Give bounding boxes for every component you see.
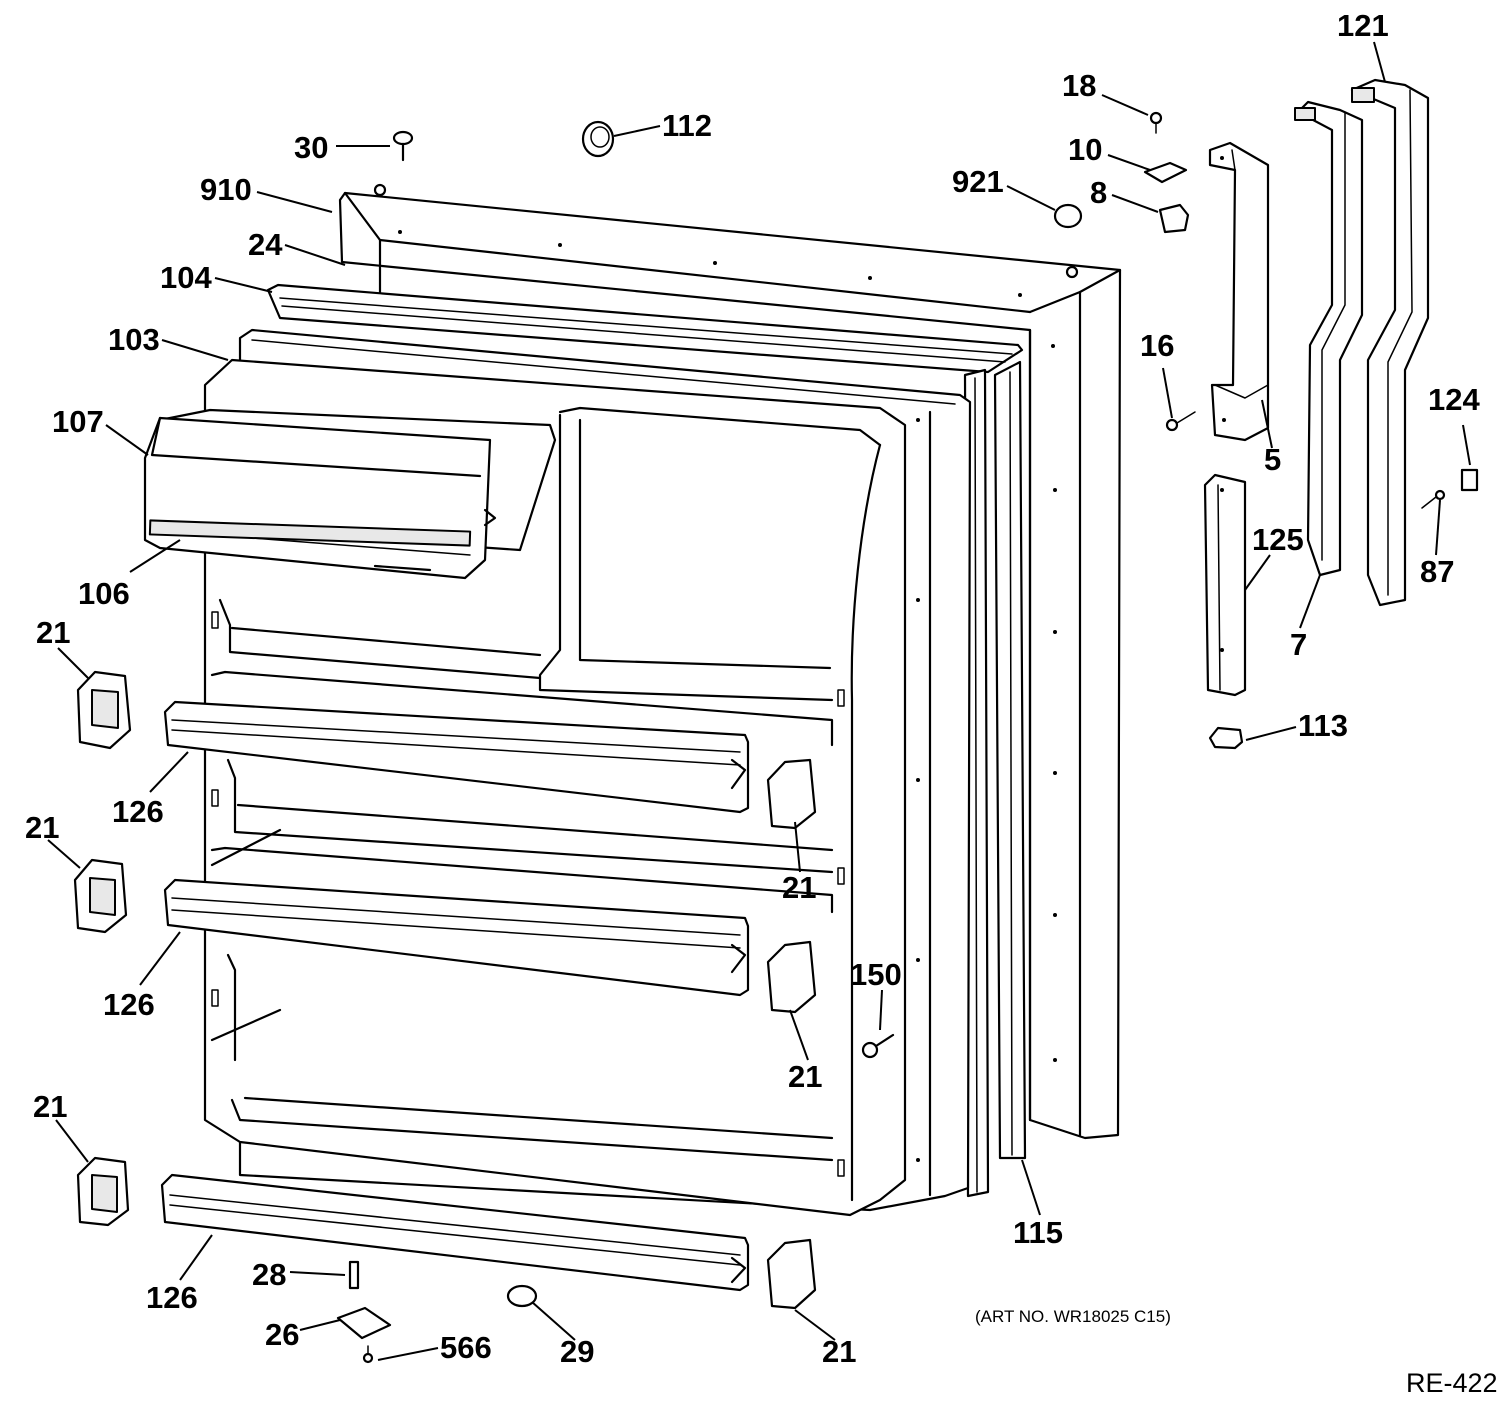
callout-107: 107 — [52, 404, 104, 439]
callout-124: 124 — [1428, 382, 1480, 417]
leader-lines — [47, 41, 1471, 1361]
hinge-cover-strip — [1203, 473, 1247, 697]
callout-121: 121 — [1337, 8, 1389, 43]
shelf-end-cap-left-3 — [76, 1156, 130, 1227]
dairy-compartment — [143, 408, 557, 580]
callout-16: 16 — [1140, 328, 1174, 363]
outer-door-panel — [338, 183, 1122, 1140]
callout-21-right-3: 21 — [822, 1334, 856, 1369]
callout-30: 30 — [294, 130, 328, 165]
callout-labels: 121 18 10 921 8 112 30 910 24 104 103 10… — [25, 8, 1480, 1369]
callout-126-upper: 126 — [112, 794, 164, 829]
callout-150: 150 — [850, 957, 902, 992]
callout-113: 113 — [1298, 708, 1348, 743]
callout-29: 29 — [560, 1334, 594, 1369]
callout-21-left-1: 21 — [36, 615, 70, 650]
callout-21-right-1: 21 — [782, 870, 816, 905]
callout-126-middle: 126 — [103, 987, 155, 1022]
callout-18: 18 — [1062, 68, 1096, 103]
bushing-113 — [1208, 726, 1244, 750]
callout-8: 8 — [1090, 175, 1107, 210]
callout-910: 910 — [200, 172, 252, 207]
shelf-end-cap-right-1 — [766, 758, 817, 830]
hinge-arm-121 — [1350, 78, 1430, 607]
callout-566: 566 — [440, 1330, 492, 1365]
plug-921 — [1053, 203, 1083, 229]
shelf-end-cap-left-2 — [73, 858, 128, 934]
hinge-bracket — [1208, 141, 1270, 442]
art-number: (ART NO. WR18025 C15) — [975, 1307, 1171, 1326]
callout-21-right-2: 21 — [788, 1059, 822, 1094]
callout-104: 104 — [160, 260, 212, 295]
shelf-end-cap-left-1 — [76, 670, 132, 750]
screw-18 — [1149, 111, 1163, 134]
callout-5: 5 — [1264, 442, 1281, 477]
screw-150 — [861, 1033, 895, 1059]
shelf-bar-lower — [160, 1173, 750, 1292]
callout-28: 28 — [252, 1257, 286, 1292]
callout-126-lower: 126 — [146, 1280, 198, 1315]
callout-921: 921 — [952, 164, 1004, 199]
shelf-end-cap-right-3 — [766, 1238, 817, 1310]
callout-21-left-3: 21 — [33, 1089, 67, 1124]
callout-26: 26 — [265, 1317, 299, 1352]
door-gasket — [266, 283, 1024, 1198]
callout-125: 125 — [1252, 522, 1304, 557]
screw-16 — [1165, 411, 1196, 432]
hinge-arm-7 — [1294, 100, 1364, 577]
callout-87: 87 — [1420, 554, 1454, 589]
stop-124 — [1460, 468, 1479, 492]
callout-7: 7 — [1290, 627, 1307, 662]
hinge-cap-112 — [581, 120, 615, 158]
hinge-shim-10 — [1143, 161, 1188, 184]
diagram-reference: RE-422 — [1406, 1368, 1498, 1398]
side-trim-strip — [993, 360, 1027, 1160]
plate-26 — [336, 1306, 392, 1340]
screw-30 — [392, 130, 414, 162]
callout-21-left-2: 21 — [25, 810, 59, 845]
callout-24: 24 — [248, 227, 283, 262]
shelf-bar-upper — [163, 700, 750, 814]
callout-112: 112 — [662, 108, 712, 143]
screw-566 — [362, 1345, 374, 1364]
callout-103: 103 — [108, 322, 160, 357]
shelf-bar-middle — [163, 878, 750, 997]
screw-87 — [1421, 489, 1446, 509]
callout-10: 10 — [1068, 132, 1102, 167]
callout-115: 115 — [1013, 1215, 1063, 1250]
hinge-pin-cover-8 — [1158, 203, 1190, 234]
bushing-29 — [506, 1284, 538, 1308]
pin-28 — [348, 1260, 360, 1290]
shelf-end-cap-right-2 — [766, 940, 817, 1014]
callout-106: 106 — [78, 576, 130, 611]
